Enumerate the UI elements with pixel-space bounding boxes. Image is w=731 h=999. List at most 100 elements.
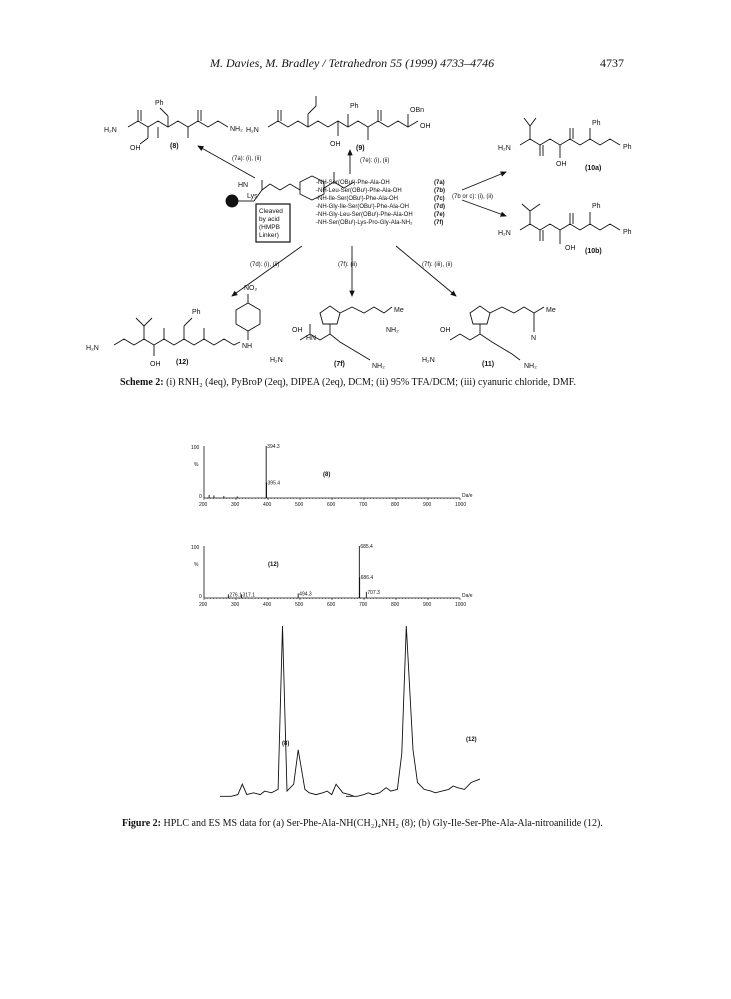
c10a-label: (10a) xyxy=(585,165,601,172)
ms-ylabel: % xyxy=(194,462,199,468)
ms-ylabel: % xyxy=(194,562,199,568)
id-7e: (7e) xyxy=(434,212,445,218)
arrow-to-8 xyxy=(197,145,256,179)
cond-to11: (7f): (iii), (ii) xyxy=(422,262,452,268)
hplc-trace-line xyxy=(220,625,355,797)
id-7b: (7b) xyxy=(434,188,445,194)
c9-oh-2: OH xyxy=(420,123,431,130)
id-7a: (7a) xyxy=(434,180,445,186)
compound-8: H₂N Ph OH NH₂ (8) xyxy=(104,100,243,152)
figure-caption: Figure 2: HPLC and ES MS data for (a) Se… xyxy=(122,818,603,829)
seq-7e: -NH-Gly-Leu-Ser(OBuᵗ)-Phe-Ala-OH xyxy=(316,211,413,218)
c10b-ph-1: Ph xyxy=(592,203,601,210)
cond-to7f: (7f): (ii) xyxy=(338,262,357,268)
c11-oh: OH xyxy=(440,327,451,334)
ms-peak-label: 317.1 xyxy=(242,592,255,598)
compound-9: H₂N Ph OBn OH OH (9) xyxy=(246,96,431,152)
ms-ytick-top: 100 xyxy=(191,445,200,451)
id-7d: (7d) xyxy=(434,204,445,210)
c12-h2n: H₂N xyxy=(86,345,99,352)
c11-nh2: NH₂ xyxy=(524,363,537,370)
cond-to12: (7d): (i), (ii) xyxy=(250,262,279,268)
ms-xlabel: Da/e xyxy=(462,593,473,599)
c7f-nh2-1: NH₂ xyxy=(386,327,399,334)
hplc1-structure-label: (8) xyxy=(282,741,290,747)
seq-7c: -NH-Ile-Ser(OBuᵗ)-Phe-Ala-OH xyxy=(316,195,398,202)
ms-xtick-label: 600 xyxy=(327,602,336,608)
c10a-ph-2: Ph xyxy=(623,144,632,151)
ms-xtick-label: 600 xyxy=(327,502,336,508)
c9-label: (9) xyxy=(356,145,365,152)
ms-xtick-label: 1000 xyxy=(455,502,466,508)
c9-ph: Ph xyxy=(350,103,359,110)
id-7c: (7c) xyxy=(434,196,445,202)
hplc-trace-line xyxy=(346,625,481,797)
c11-me: Me xyxy=(546,307,556,314)
c10b-h2n: H₂N xyxy=(498,230,511,237)
ms-xtick-label: 500 xyxy=(295,502,304,508)
c10a-oh: OH xyxy=(556,161,567,168)
ms-peak-label: 686.4 xyxy=(361,575,374,581)
c10a-h2n: H₂N xyxy=(498,145,511,152)
ms-peak-label: 276.1 xyxy=(229,592,242,598)
c8-h2n: H₂N xyxy=(104,127,117,134)
ms-xtick-label: 300 xyxy=(231,502,240,508)
ms-peak-label: 685.4 xyxy=(360,544,373,550)
ms-xtick-label: 200 xyxy=(199,602,208,608)
id-7f: (7f) xyxy=(434,220,443,226)
c12-oh: OH xyxy=(150,361,161,368)
scheme-caption: Scheme 2: (i) RNH₂ (4eq), PyBroP (2eq), … xyxy=(120,377,576,388)
cond-to10: (7b or c): (i), (ii) xyxy=(452,194,493,200)
c9-obn: OBn xyxy=(410,107,424,114)
ms-xlabel: Da/e xyxy=(462,493,473,499)
c7f-hn: HN xyxy=(306,335,316,342)
c11-label: (11) xyxy=(482,361,494,368)
ms-xtick-label: 500 xyxy=(295,602,304,608)
resin-hn: HN xyxy=(238,182,248,189)
c7f-oh: OH xyxy=(292,327,303,334)
linker-line-4: Linker) xyxy=(259,232,279,239)
c10b-oh: OH xyxy=(565,245,576,252)
compound-10b: H₂N Ph OH Ph (10b) xyxy=(498,203,632,255)
page-number: 4737 xyxy=(600,56,624,70)
c8-label: (8) xyxy=(170,143,179,150)
scheme-caption-label: Scheme 2: xyxy=(120,377,164,388)
ms-ytick-bottom: 0 xyxy=(199,494,202,500)
hplc-trace-8 xyxy=(220,625,355,797)
cond-to9: (7e): (i), (ii) xyxy=(360,158,389,164)
running-title: M. Davies, M. Bradley / Tetrahedron 55 (… xyxy=(210,56,495,70)
arrow-to-10a xyxy=(461,171,507,191)
ms1-structure-label: (8) xyxy=(323,472,331,478)
ms-ytick-bottom: 0 xyxy=(199,594,202,600)
hplc-trace-12 xyxy=(346,625,481,797)
seq-7d: -NH-Gly-Ile-Ser(OBuᵗ)-Phe-Ala-OH xyxy=(316,203,409,210)
arrow-to-12 xyxy=(231,245,303,297)
ms-xtick-label: 400 xyxy=(263,602,272,608)
arrow-to-11 xyxy=(395,245,457,297)
c7f-me: Me xyxy=(394,307,404,314)
c8-ph: Ph xyxy=(155,100,164,107)
linker-line-3: (HMPB xyxy=(259,224,280,231)
ms-peak-label: 707.3 xyxy=(367,590,380,596)
cond-to8: (7a): (i), (ii) xyxy=(232,156,261,162)
c10a-ph-1: Ph xyxy=(592,120,601,127)
c12-nh: NH xyxy=(242,343,252,350)
compound-7f: Me HN OH H₂N NH₂ NH₂ (7f) xyxy=(270,305,404,370)
ms-xtick-label: 800 xyxy=(391,502,400,508)
scheme-caption-text: (i) RNH₂ (4eq), PyBroP (2eq), DIPEA (2eq… xyxy=(163,377,577,388)
c8-nh2: NH₂ xyxy=(230,126,243,133)
c11-n: N xyxy=(531,335,536,342)
running-header: M. Davies, M. Bradley / Tetrahedron 55 (… xyxy=(0,56,731,74)
ms2-structure-label: (12) xyxy=(268,562,279,568)
c10b-ph-2: Ph xyxy=(623,229,632,236)
compound-10a: H₂N Ph OH Ph (10a) xyxy=(498,117,632,172)
c7f-nh2-2: NH₂ xyxy=(372,363,385,370)
compound-11: Me N OH H₂N NH₂ (11) xyxy=(422,305,556,370)
c10b-label: (10b) xyxy=(585,248,602,255)
ms-xtick-label: 300 xyxy=(231,602,240,608)
resin-bead xyxy=(225,194,239,208)
figure-caption-text: HPLC and ES MS data for (a) Ser-Phe-Ala-… xyxy=(160,818,603,829)
linker-line-1: Cleaved xyxy=(259,208,283,215)
figure-caption-label: Figure 2: xyxy=(122,818,161,829)
